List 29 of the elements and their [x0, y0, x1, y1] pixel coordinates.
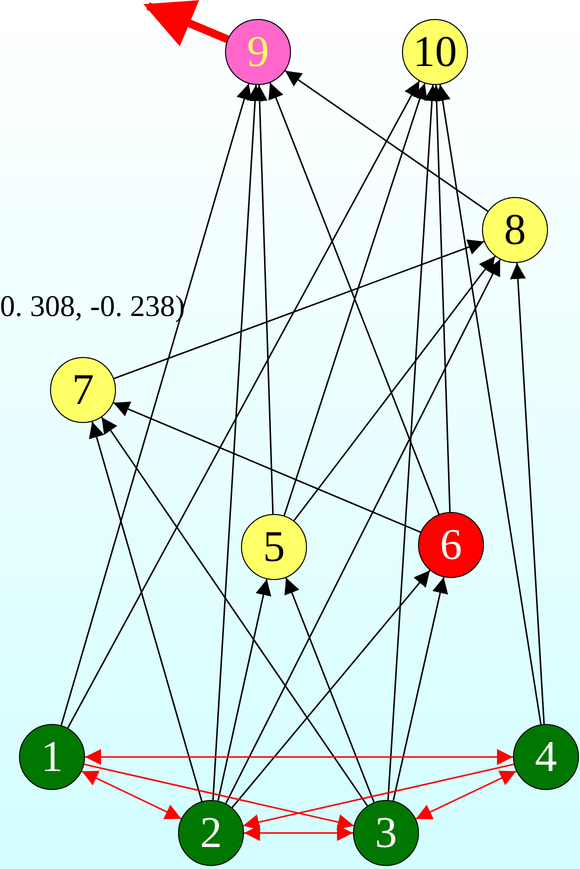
arrow: [212, 84, 264, 800]
arrow: [85, 749, 513, 765]
arrow: [428, 84, 451, 512]
arrow: [60, 83, 252, 726]
arrow: [101, 416, 368, 806]
arrow: [88, 422, 203, 802]
arrow: [293, 256, 496, 522]
arrow: [225, 259, 501, 804]
arrow: [81, 770, 182, 820]
arrow: [284, 70, 488, 212]
arrow: [252, 84, 274, 514]
arrow: [268, 82, 440, 515]
arrow: [284, 577, 375, 803]
arrow: [232, 570, 430, 808]
arrow: [387, 84, 440, 800]
arrow: [113, 402, 421, 533]
arrow: [67, 80, 420, 728]
arrow: [143, 0, 230, 46]
arrow: [510, 262, 545, 724]
arrow: [84, 764, 354, 830]
coordinate-label: 0. 308, -0. 238): [0, 292, 185, 322]
arrow: [415, 770, 517, 820]
arrow: [392, 577, 448, 801]
arrow: [244, 825, 353, 841]
arrow: [114, 240, 484, 380]
arrow: [243, 764, 514, 830]
arrow: [217, 579, 272, 801]
arrow: [284, 83, 428, 516]
arrow: [434, 84, 542, 725]
